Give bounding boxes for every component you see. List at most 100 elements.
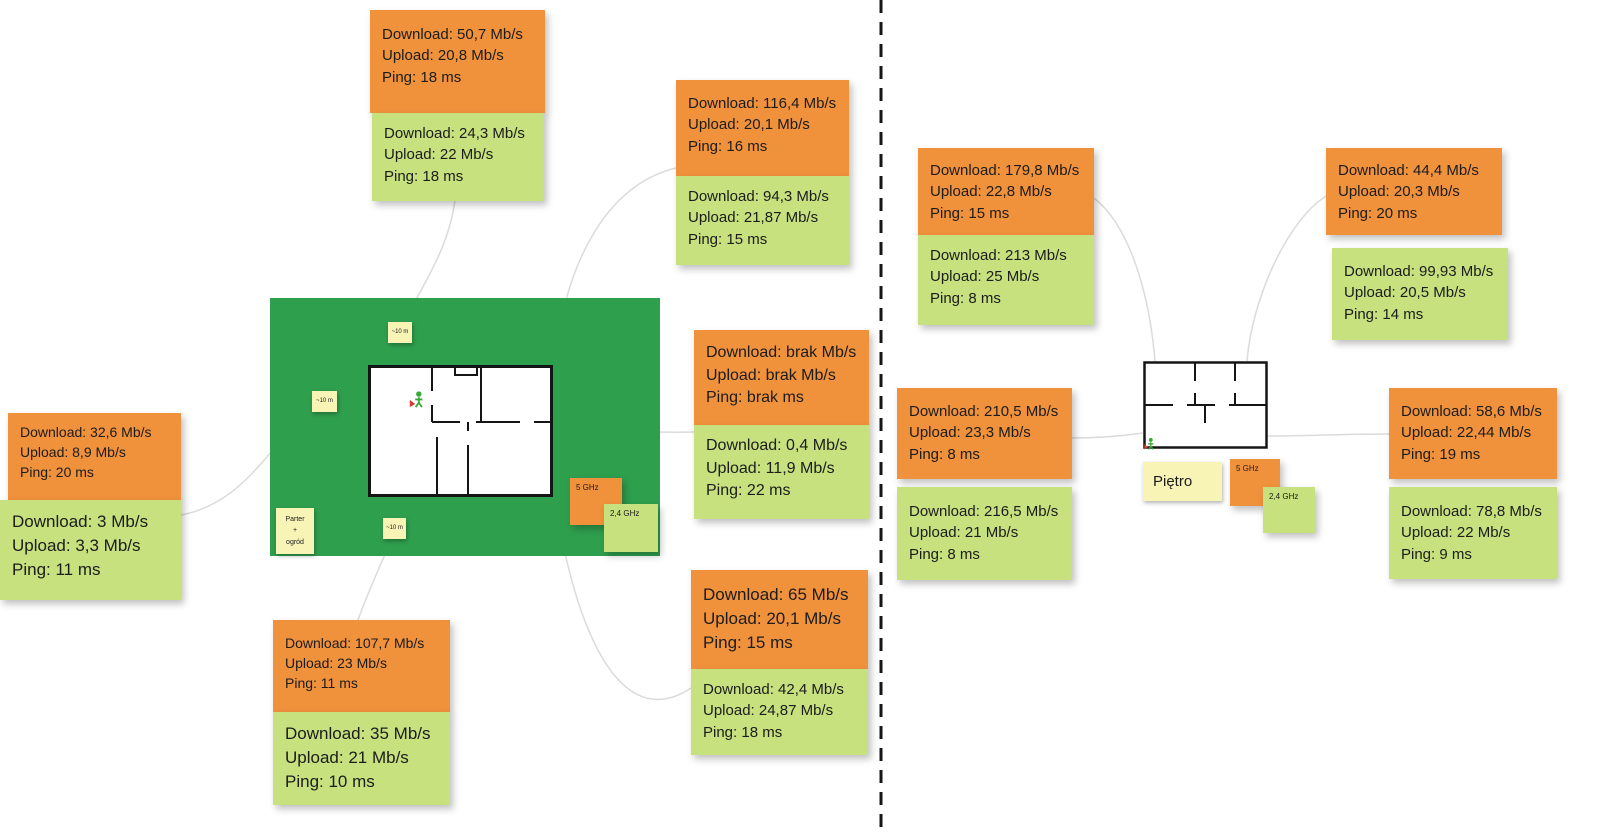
- note-line: Download: brak Mb/s: [706, 344, 857, 361]
- note-line: Download: 32,6 Mb/s: [20, 424, 152, 440]
- note-line: Upload: 22 Mb/s: [384, 146, 494, 164]
- note-line: Download: 0,4 Mb/s: [706, 437, 848, 454]
- note-line: Ping: 15 ms: [930, 204, 1010, 222]
- note-line: Download: 42,4 Mb/s: [703, 681, 844, 698]
- note-line: +: [292, 527, 298, 535]
- note-line: Ping: 20 ms: [1338, 204, 1418, 222]
- note-line: ogród: [286, 538, 304, 546]
- note-line: Upload: 11,9 Mb/s: [706, 459, 835, 477]
- note-line: Download: 58,6 Mb/s: [1401, 403, 1542, 420]
- note-line: Ping: 8 ms: [909, 545, 980, 563]
- note-line: Upload: 25 Mb/s: [930, 268, 1040, 286]
- note-line: Ping: 11 ms: [12, 560, 101, 580]
- note-line: Ping: 16 ms: [688, 137, 768, 155]
- area-label-parter[interactable]: Parter + ogród: [276, 508, 314, 554]
- note-line: Ping: 11 ms: [285, 674, 358, 691]
- note-line: Upload: 3,3 Mb/s: [12, 536, 141, 556]
- connector-line: [559, 527, 692, 701]
- note-line: Ping: 20 ms: [20, 463, 94, 480]
- note-line: Download: 116,4 Mb/s: [688, 95, 837, 112]
- floorplan-parter[interactable]: [368, 365, 553, 497]
- note-line: Download: 50,7 Mb/s: [382, 26, 523, 43]
- connector-line: [1071, 432, 1144, 439]
- note-line: Ping: 18 ms: [384, 167, 464, 185]
- connector-line: [1093, 197, 1156, 362]
- note-line: Upload: 20,5 Mb/s: [1344, 284, 1466, 302]
- note-line: Download: 3 Mb/s: [12, 512, 149, 531]
- note-line: Upload: 23 Mb/s: [285, 654, 387, 671]
- note-line: Upload: 22,8 Mb/s: [930, 183, 1052, 201]
- note-line: Download: 35 Mb/s: [285, 724, 431, 743]
- note-line: Upload: 24,87 Mb/s: [703, 702, 834, 720]
- note-line: Upload: 22 Mb/s: [1401, 524, 1511, 542]
- note-line: Download: 24,3 Mb/s: [384, 125, 525, 142]
- distance-note[interactable]: ~10 m: [383, 518, 406, 539]
- note-line: Ping: 22 ms: [706, 482, 791, 500]
- note-line: Ping: 15 ms: [688, 230, 768, 248]
- distance-note[interactable]: ~10 m: [388, 322, 412, 343]
- note-line: Ping: 10 ms: [285, 772, 375, 792]
- note-line: Download: 94,3 Mb/s: [688, 188, 829, 205]
- note-line: Ping: 8 ms: [909, 445, 980, 463]
- router-icon-parter[interactable]: [408, 390, 426, 413]
- note-line: Download: 107,7 Mb/s: [285, 635, 425, 651]
- note-line: Upload: 21 Mb/s: [909, 524, 1019, 542]
- note-line: Download: 179,8 Mb/s: [930, 162, 1080, 179]
- distance-note[interactable]: ~10 m: [312, 391, 337, 412]
- note-line: Ping: 18 ms: [382, 68, 462, 86]
- note-line: Ping: 9 ms: [1401, 545, 1472, 563]
- note-line: Download: 78,8 Mb/s: [1401, 503, 1542, 520]
- connector-line: [1267, 433, 1390, 437]
- note-line: Upload: 20,8 Mb/s: [382, 47, 504, 65]
- note-line: Download: 216,5 Mb/s: [909, 503, 1059, 520]
- note-line: Upload: 21,87 Mb/s: [688, 209, 819, 227]
- note-line: Ping: 14 ms: [1344, 305, 1424, 323]
- floorplan-pietro[interactable]: [1143, 361, 1268, 449]
- area-label-pietro[interactable]: Piętro: [1143, 462, 1222, 501]
- note-line: Upload: 20,3 Mb/s: [1338, 183, 1460, 201]
- note-line: Upload: brak Mb/s: [706, 366, 836, 384]
- note-line: Upload: 22,44 Mb/s: [1401, 424, 1532, 442]
- note-line: Download: 44,4 Mb/s: [1338, 162, 1479, 179]
- connector-line: [1246, 195, 1327, 362]
- note-line: Download: 213 Mb/s: [930, 247, 1067, 264]
- note-line: Ping: brak ms: [706, 389, 804, 407]
- note-line: Upload: 20,1 Mb/s: [703, 609, 841, 629]
- note-line: Ping: 19 ms: [1401, 445, 1481, 463]
- note-line: Download: 210,5 Mb/s: [909, 403, 1059, 420]
- note-line: Upload: 23,3 Mb/s: [909, 424, 1031, 442]
- note-line: Download: 65 Mb/s: [703, 585, 849, 604]
- note-line: Ping: 15 ms: [703, 633, 793, 653]
- note-line: Parter: [285, 516, 305, 524]
- legend-note-24ghz-pietro[interactable]: 2,4 GHz: [1263, 487, 1315, 533]
- note-line: Upload: 8,9 Mb/s: [20, 443, 126, 460]
- legend-note-24ghz-parter[interactable]: 2,4 GHz: [604, 504, 658, 552]
- note-line: Ping: 8 ms: [930, 289, 1001, 307]
- note-line: Upload: 20,1 Mb/s: [688, 116, 810, 134]
- note-line: Upload: 21 Mb/s: [285, 748, 409, 768]
- note-line: Download: 99,93 Mb/s: [1344, 263, 1494, 280]
- router-icon-pietro[interactable]: [1143, 437, 1156, 455]
